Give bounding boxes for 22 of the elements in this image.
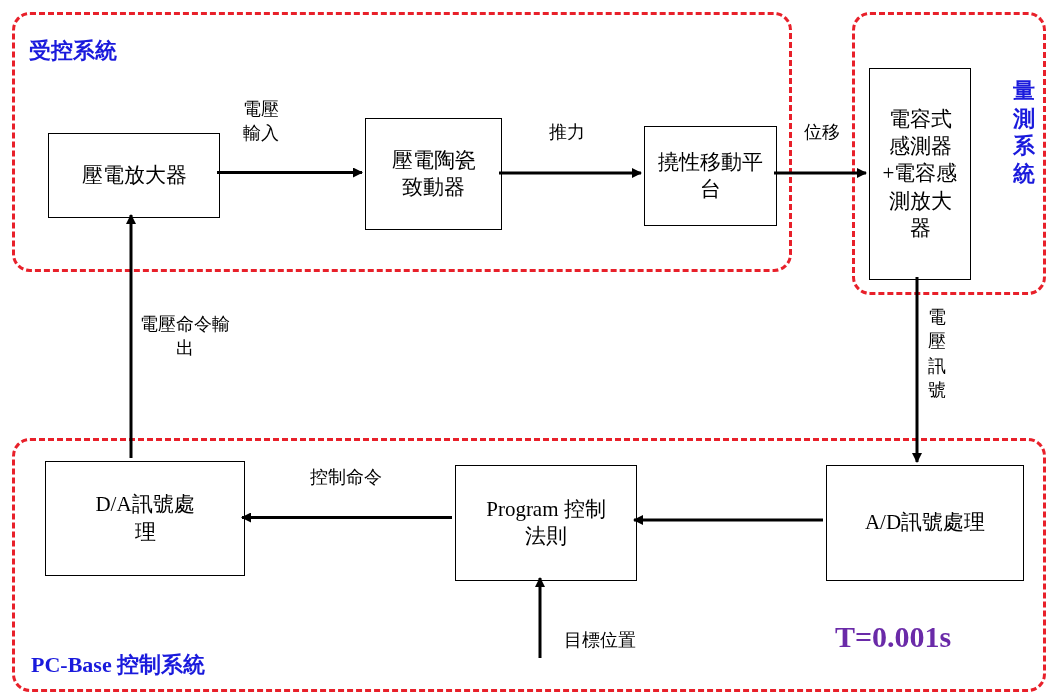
process-box: 撓性移動平台 [644, 126, 777, 226]
arrow [633, 515, 823, 525]
process-box: D/A訊號處理 [45, 461, 245, 576]
process-box: A/D訊號處理 [826, 465, 1024, 581]
arrow [499, 168, 642, 178]
process-box: 電容式感測器+電容感測放大器 [869, 68, 971, 280]
group-heading: 量測系統 [1013, 77, 1036, 187]
process-box: 壓電放大器 [48, 133, 220, 218]
arrow [217, 167, 363, 178]
arrow [774, 168, 867, 178]
arrow [535, 577, 545, 658]
process-box: Program 控制法則 [455, 465, 637, 581]
arrow [912, 277, 922, 463]
dashed-group-frame [12, 438, 1046, 692]
period-note: T=0.001s [835, 620, 952, 654]
group-heading: 受控系統 [29, 37, 118, 65]
dashed-group-frame [852, 12, 1046, 295]
dashed-group-frame [12, 12, 792, 272]
group-heading: PC-Base 控制系統 [31, 651, 207, 679]
arrow [126, 214, 136, 458]
arrow [241, 512, 452, 523]
process-box: 壓電陶瓷致動器 [365, 118, 502, 230]
